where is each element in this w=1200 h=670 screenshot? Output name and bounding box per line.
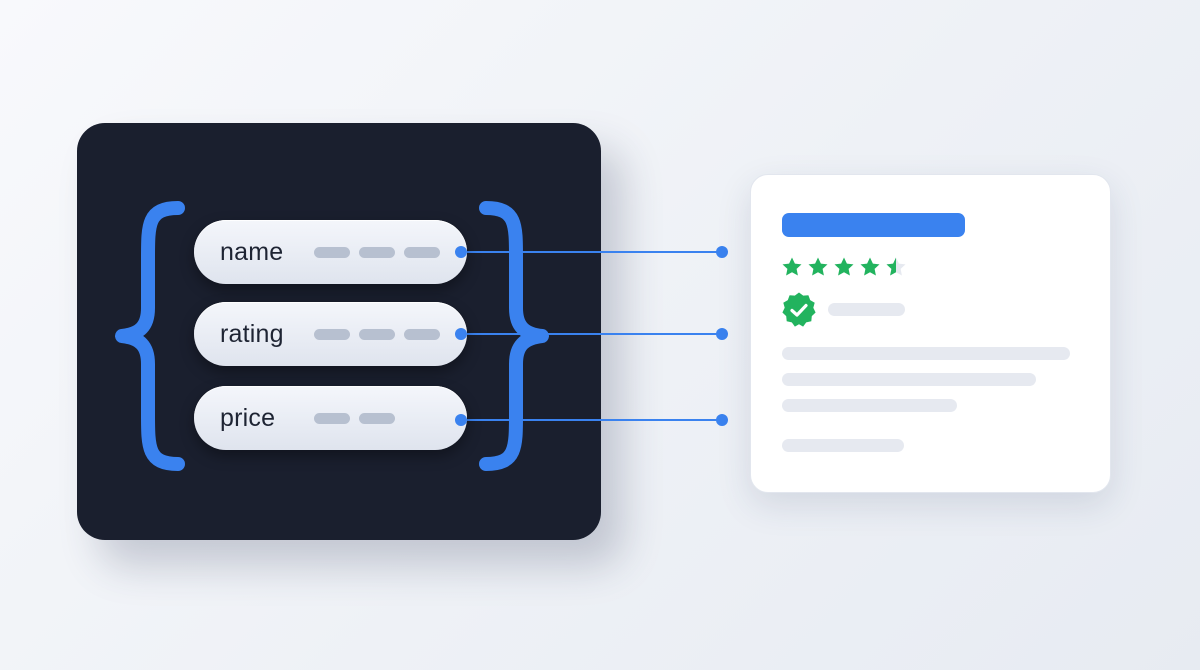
right-curly-brace-icon: [479, 201, 549, 471]
field-label-name: name: [220, 238, 284, 266]
text-line-placeholder: [782, 399, 957, 412]
value-placeholder-dash: [314, 329, 350, 340]
connector-start-dot: [455, 414, 467, 426]
field-pill-name: name: [194, 220, 467, 284]
star-icon: [808, 257, 828, 276]
field-label-rating: rating: [220, 320, 284, 348]
verified-badge-icon: [782, 292, 816, 327]
verified-text-placeholder: [828, 303, 905, 316]
star-icon: [834, 257, 854, 276]
star-rating: [782, 257, 906, 276]
text-line-placeholder: [782, 347, 1070, 360]
result-card: [750, 174, 1111, 493]
connector-end-dot: [716, 414, 728, 426]
field-pill-price: price: [194, 386, 467, 450]
left-curly-brace-icon: [115, 201, 185, 471]
connector-start-dot: [455, 246, 467, 258]
text-line-placeholder: [782, 373, 1036, 386]
half-star-icon: [886, 257, 906, 276]
connector-start-dot: [455, 328, 467, 340]
price-line-placeholder: [782, 439, 904, 452]
connector-end-dot: [716, 328, 728, 340]
value-placeholder-dash: [404, 329, 440, 340]
value-placeholder-dash: [359, 413, 395, 424]
title-placeholder-bar: [782, 213, 965, 237]
star-icon: [782, 257, 802, 276]
star-icon: [860, 257, 880, 276]
value-placeholder-dash: [314, 413, 350, 424]
value-placeholder-dash: [314, 247, 350, 258]
value-placeholder-dash: [404, 247, 440, 258]
connector-end-dot: [716, 246, 728, 258]
field-pill-rating: rating: [194, 302, 467, 366]
value-placeholder-dash: [359, 329, 395, 340]
field-label-price: price: [220, 404, 276, 432]
value-placeholder-dash: [359, 247, 395, 258]
